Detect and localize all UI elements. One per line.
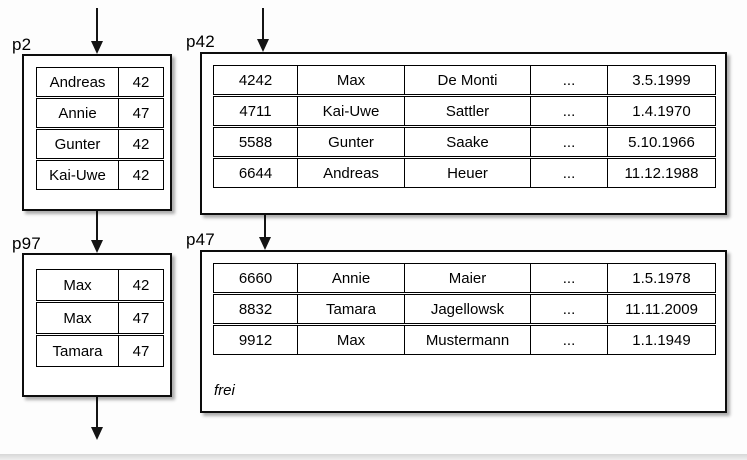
data-table-p47: 6660 Annie Maier ... 1.5.1978 8832 Tamar… [213,263,716,355]
cell-id: 6660 [214,264,298,292]
arrow-head-icon [91,427,103,440]
cell-firstname: Max [298,66,405,94]
cell-id: 4711 [214,97,298,125]
arrow-shaft [96,8,98,45]
arrow-head-icon [257,39,269,52]
cell-date: 1.1.1949 [632,331,691,349]
cell-date: 1.5.1978 [632,269,691,287]
page-box-p47: 6660 Annie Maier ... 1.5.1978 8832 Tamar… [200,250,727,413]
cell-ellipsis: ... [531,264,608,292]
cell-id: 5588 [214,128,298,156]
cell-ellipsis: ... [531,128,608,156]
cell-lastname: De Monti [405,66,531,94]
cell-ellipsis: ... [531,295,608,323]
cell-page-ref: 47 [132,104,150,122]
cell-page-ref: 47 [132,309,150,327]
cell-name: Andreas [37,68,119,96]
cell-id: 8832 [214,295,298,323]
table-row: 6660 Annie Maier ... 1.5.1978 [213,263,716,293]
table-row: Max 42 [36,269,164,301]
cell-lastname: Sattler [405,97,531,125]
table-row: 4711 Kai-Uwe Sattler ... 1.4.1970 [213,96,716,126]
cell-name: Tamara [37,336,119,366]
arrow-out-of-p97 [91,397,103,440]
table-row: 6644 Andreas Heuer ... 11.12.1988 [213,158,716,188]
cell-ellipsis: ... [531,326,608,354]
cell-date: 5.10.1966 [628,133,695,151]
cell-firstname: Max [298,326,405,354]
cell-lastname: Jagellowsk [405,295,531,323]
free-space-label: frei [214,382,235,399]
cell-name: Annie [37,99,119,127]
page-label-p2: p2 [12,35,32,54]
cell-name: Kai-Uwe [37,161,119,189]
cell-ellipsis: ... [531,159,608,187]
cell-firstname: Annie [298,264,405,292]
cell-name: Max [37,270,119,300]
cell-lastname: Maier [405,264,531,292]
cell-id: 4242 [214,66,298,94]
cell-ellipsis: ... [531,97,608,125]
index-table-p97: Max 42 Max 47 Tamara 47 [36,269,164,367]
cell-page-ref: 42 [132,73,150,91]
cell-id: 9912 [214,326,298,354]
page-box-p97: Max 42 Max 47 Tamara 47 [22,253,172,397]
table-row: 8832 Tamara Jagellowsk ... 11.11.2009 [213,294,716,324]
cell-date: 11.12.1988 [624,164,699,182]
cell-firstname: Tamara [298,295,405,323]
page-label-p42: p42 [186,32,215,51]
cell-page-ref: 47 [132,342,150,360]
arrow-p2-to-p97 [91,211,103,253]
page-box-p42: 4242 Max De Monti ... 3.5.1999 4711 Kai-… [200,52,727,215]
arrow-shaft [262,8,264,43]
cell-page-ref: 42 [132,166,150,184]
cell-page-ref: 42 [132,135,150,153]
table-row: Gunter 42 [36,129,164,159]
index-table-p2: Andreas 42 Annie 47 Gunter 42 Kai-Uwe 42 [36,67,164,190]
table-row: Andreas 42 [36,67,164,97]
cell-date: 3.5.1999 [632,71,691,89]
data-table-p42: 4242 Max De Monti ... 3.5.1999 4711 Kai-… [213,65,716,188]
slide-bottom-edge [0,454,747,460]
arrow-head-icon [91,41,103,54]
arrow-shaft [96,397,98,431]
cell-lastname: Heuer [405,159,531,187]
cell-id: 6644 [214,159,298,187]
arrow-head-icon [91,240,103,253]
table-row: Tamara 47 [36,335,164,367]
cell-firstname: Andreas [298,159,405,187]
cell-firstname: Gunter [298,128,405,156]
table-row: Max 47 [36,302,164,334]
table-row: Annie 47 [36,98,164,128]
cell-ellipsis: ... [531,66,608,94]
page-label-p97: p97 [12,234,41,253]
arrow-into-p2 [91,8,103,54]
table-row: 5588 Gunter Saake ... 5.10.1966 [213,127,716,157]
cell-page-ref: 42 [132,276,150,294]
cell-lastname: Saake [405,128,531,156]
cell-name: Gunter [37,130,119,158]
cell-date: 11.11.2009 [625,300,698,318]
table-row: 9912 Max Mustermann ... 1.1.1949 [213,325,716,355]
arrow-p42-to-p47 [259,215,271,250]
arrow-shaft [96,211,98,244]
cell-lastname: Mustermann [405,326,531,354]
arrow-into-p42 [257,8,269,52]
arrow-shaft [264,215,266,241]
page-box-p2: Andreas 42 Annie 47 Gunter 42 Kai-Uwe 42 [22,54,172,211]
table-row: 4242 Max De Monti ... 3.5.1999 [213,65,716,95]
table-row: Kai-Uwe 42 [36,160,164,190]
page-label-p47: p47 [186,230,215,249]
cell-date: 1.4.1970 [632,102,691,120]
cell-firstname: Kai-Uwe [298,97,405,125]
cell-name: Max [37,303,119,333]
arrow-head-icon [259,237,271,250]
